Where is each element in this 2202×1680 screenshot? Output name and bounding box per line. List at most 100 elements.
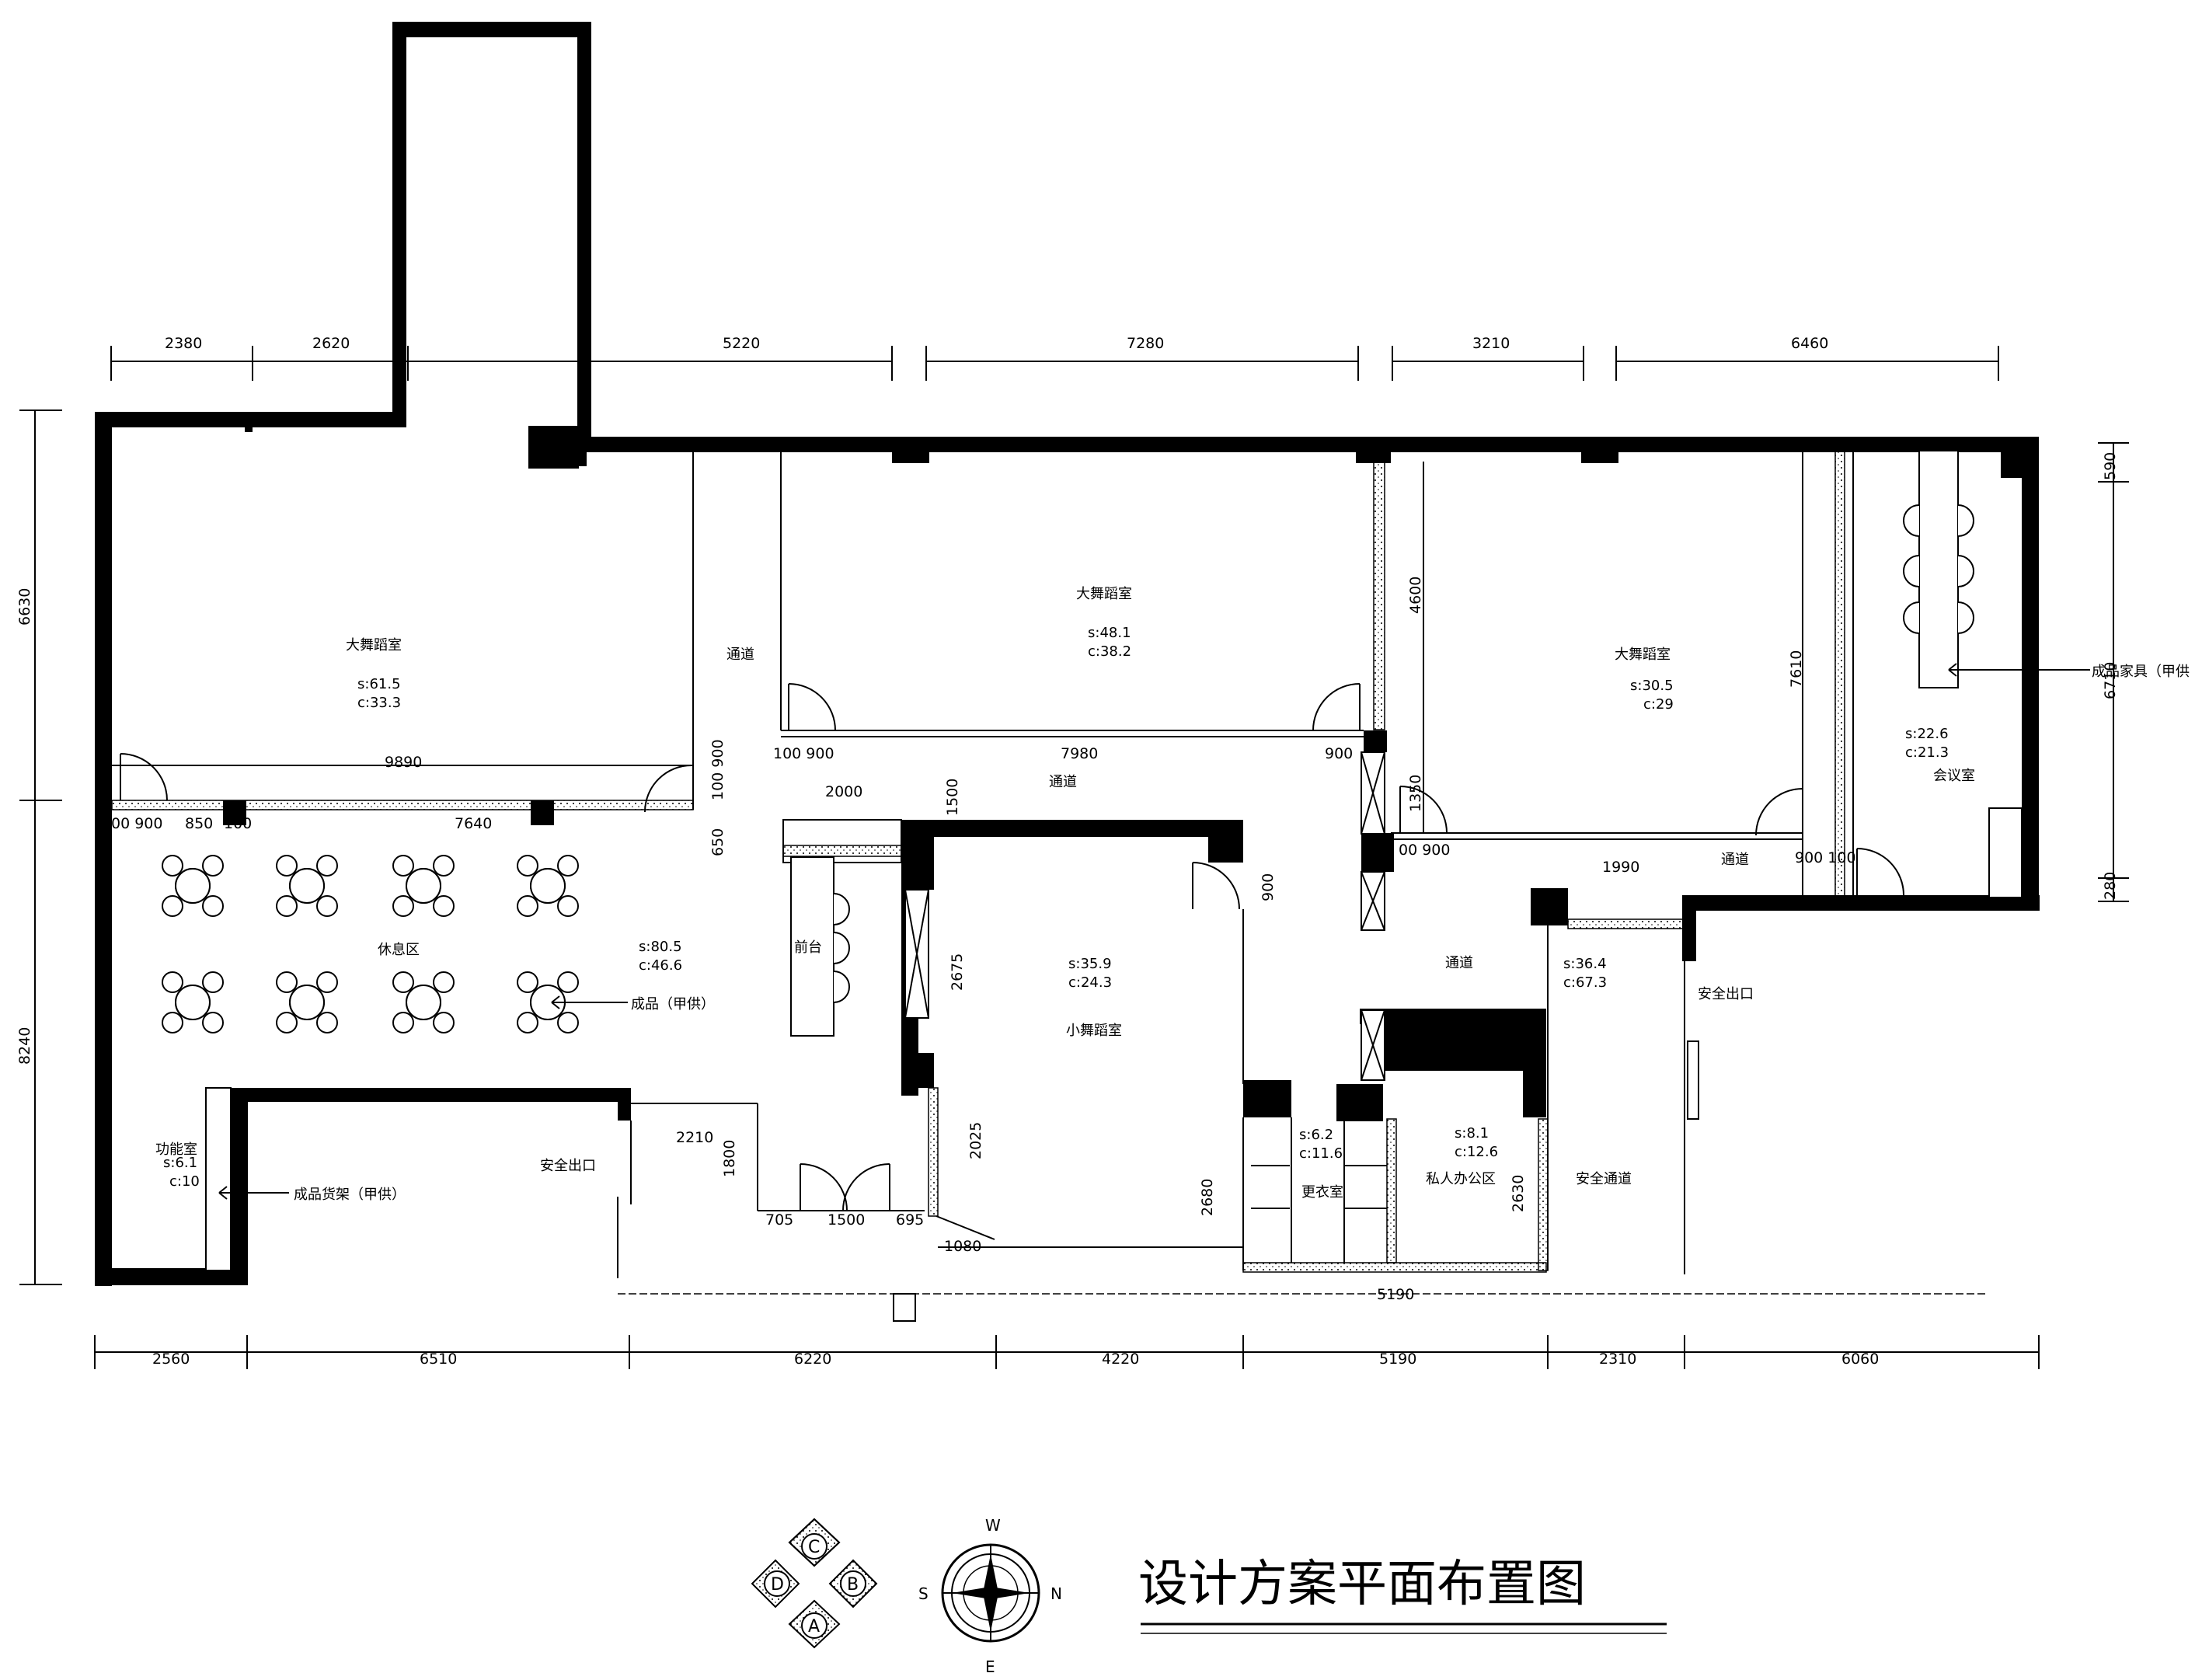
dim-650: 650 (709, 828, 726, 856)
dim-right-2: 6710 (2102, 662, 2119, 699)
dim-bottom-2: 6510 (420, 1351, 457, 1368)
dim-705: 705 (765, 1211, 793, 1229)
room-meeting-name: 会议室 (1933, 768, 1975, 784)
orient-d: D (771, 1575, 784, 1595)
label-products: 成品（甲供） (631, 996, 715, 1013)
label-passage-4: 通道 (1445, 955, 1473, 971)
compass-icon: W E S N (918, 1516, 1062, 1676)
room-rest-c: c:46.6 (639, 957, 682, 974)
dim-100-900-h: 100 900 (773, 745, 834, 762)
orientation-letters: C A D B (771, 1538, 859, 1636)
dim-100: 100 (224, 815, 252, 832)
room-office-c: c:12.6 (1455, 1144, 1498, 1160)
dim-4600: 4600 (1407, 577, 1424, 614)
room-dance-1-c: c:33.3 (357, 695, 401, 711)
dim-900-100: 900 100 (1795, 849, 1856, 866)
dim-1080: 1080 (944, 1238, 981, 1255)
room-dance-3-c: c:29 (1643, 696, 1674, 713)
dim-right-1: 590 (2102, 452, 2119, 480)
orient-c: C (808, 1538, 820, 1557)
room-dance-2-c: c:38.2 (1088, 643, 1131, 660)
room-small-dance-name: 小舞蹈室 (1066, 1023, 1122, 1039)
dim-left-1: 6630 (16, 588, 33, 626)
area-corridor-c: c:67.3 (1563, 974, 1607, 991)
dim-right-3: 280 (2102, 872, 2119, 900)
room-changing-c: c:11.6 (1299, 1145, 1343, 1162)
room-dance-3-name: 大舞蹈室 (1615, 647, 1671, 663)
dim-1350: 1350 (1407, 775, 1424, 812)
label-furniture: 成品家具（甲供 (2092, 664, 2190, 680)
dim-top-3: 5220 (723, 335, 760, 352)
dimensions-inner: 9890 7640 00 900 850 100 100 900 650 100… (111, 577, 1856, 1303)
room-meeting-s: s:22.6 (1905, 726, 1949, 742)
dim-5190: 5190 (1377, 1286, 1414, 1303)
dim-left-2: 8240 (16, 1027, 33, 1065)
dim-2210: 2210 (676, 1129, 713, 1146)
doors (120, 683, 1904, 1240)
room-dance-3-s: s:30.5 (1630, 678, 1674, 694)
room-dance-2-s: s:48.1 (1088, 625, 1131, 641)
dim-9890: 9890 (385, 754, 422, 771)
dim-bottom-5: 5190 (1379, 1351, 1416, 1368)
dim-top-4: 7280 (1127, 335, 1164, 352)
dim-top-6: 6460 (1791, 335, 1828, 352)
title-block: 设计方案平面布置图 (1138, 1556, 1667, 1634)
room-small-dance-s: s:35.9 (1068, 956, 1112, 972)
dim-bottom-3: 6220 (794, 1351, 831, 1368)
dim-1500-b: 1500 (827, 1211, 865, 1229)
room-office-name: 私人办公区 (1426, 1171, 1496, 1187)
dim-1500-v: 1500 (944, 779, 961, 816)
dim-2025: 2025 (967, 1122, 984, 1159)
room-small-dance-c: c:24.3 (1068, 974, 1112, 991)
room-meeting-c: c:21.3 (1905, 744, 1949, 761)
room-function-c: c:10 (169, 1173, 200, 1190)
dimensions-left: 6630 8240 (16, 410, 62, 1285)
dim-bottom-7: 6060 (1841, 1351, 1879, 1368)
orient-b: B (847, 1575, 859, 1595)
dim-7610: 7610 (1788, 650, 1805, 688)
dim-2680: 2680 (1199, 1179, 1216, 1216)
annotations: 成品（甲供） 成品货架（甲供） 成品家具（甲供 (218, 663, 2190, 1203)
dim-7640: 7640 (455, 815, 492, 832)
room-rest-s: s:80.5 (639, 939, 682, 955)
label-safe-passage: 安全通道 (1576, 1171, 1632, 1187)
dim-bottom-1: 2560 (152, 1351, 190, 1368)
room-dance-2-name: 大舞蹈室 (1076, 586, 1132, 602)
dim-900-c: 900 (1260, 873, 1277, 901)
label-front-desk: 前台 (794, 939, 822, 956)
room-dance-1-name: 大舞蹈室 (346, 637, 402, 654)
plan-title: 设计方案平面布置图 (1138, 1556, 1586, 1613)
dim-1990: 1990 (1602, 859, 1639, 876)
room-labels: 大舞蹈室 s:61.5 c:33.3 大舞蹈室 s:48.1 c:38.2 大舞… (155, 586, 1975, 1201)
dim-100-900-v: 100 900 (709, 739, 726, 800)
room-office-s: s:8.1 (1455, 1125, 1489, 1141)
orient-a: A (808, 1617, 820, 1636)
compass-s: S (918, 1584, 929, 1603)
room-function-s: s:6.1 (163, 1155, 197, 1171)
dim-7980: 7980 (1061, 745, 1098, 762)
room-rest-name: 休息区 (378, 942, 420, 958)
dimensions-bottom: 2560 6510 6220 4220 5190 2310 6060 (94, 1335, 2040, 1369)
dimensions-top: 2380 2620 5220 7280 3210 6460 (110, 335, 1999, 381)
room-changing-name: 更衣室 (1301, 1184, 1343, 1201)
compass-e: E (985, 1657, 995, 1676)
outer-walls (95, 22, 2040, 1286)
dim-900-b: 900 (1325, 745, 1353, 762)
dim-695: 695 (896, 1211, 924, 1229)
dim-2675: 2675 (949, 953, 966, 991)
label-shelf: 成品货架（甲供） (294, 1187, 406, 1203)
desk-chairs (833, 893, 850, 1003)
label-passage-3: 通道 (1721, 852, 1749, 868)
orientation-key (751, 1518, 878, 1649)
label-passage-1: 通道 (726, 647, 754, 663)
room-function-name: 功能室 (155, 1141, 197, 1158)
dim-2000: 2000 (825, 783, 862, 800)
dim-00-900-b: 00 900 (1399, 842, 1450, 859)
dim-00-900: 00 900 (111, 815, 162, 832)
dim-top-2: 2620 (312, 335, 350, 352)
dining-sets (162, 855, 579, 1033)
dim-top-5: 3210 (1472, 335, 1510, 352)
compass-n: N (1050, 1584, 1062, 1603)
dim-850: 850 (185, 815, 213, 832)
